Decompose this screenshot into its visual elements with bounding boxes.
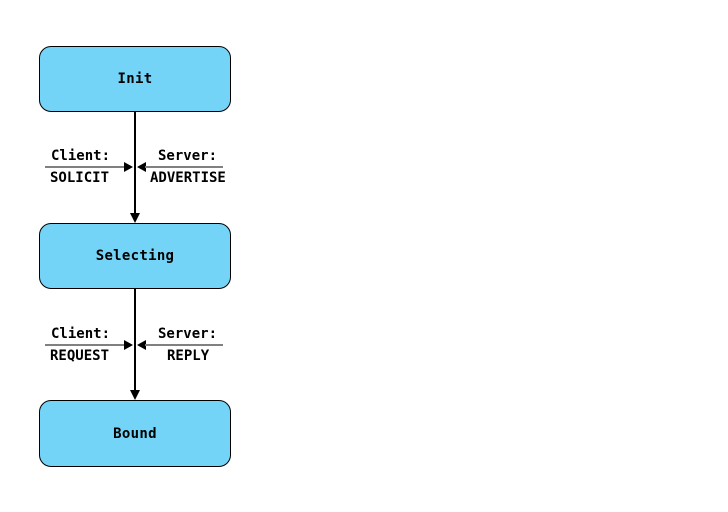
- state-label-bound: Bound: [113, 425, 157, 442]
- transition2-client-arrow-line: [45, 344, 126, 346]
- state-label-selecting: Selecting: [95, 248, 175, 264]
- transition2-server-arrowhead-icon: [137, 340, 146, 350]
- transition2-client-arrowhead-icon: [124, 340, 133, 350]
- transition2-server-message: REPLY: [167, 348, 210, 364]
- state-box-init: Init: [39, 46, 231, 112]
- transition1-client-arrowhead-icon: [124, 162, 133, 172]
- transition1-server-message: ADVERTISE: [150, 170, 226, 186]
- transition1-client-message: SOLICIT: [50, 170, 110, 186]
- arrowhead-down-icon: [130, 390, 140, 400]
- transition2-server-arrow-line: [145, 344, 223, 346]
- arrowhead-down-icon: [130, 213, 140, 223]
- transition1-server-arrowhead-icon: [137, 162, 146, 172]
- transition1-server-arrow-line: [145, 166, 223, 168]
- connector-selecting-bound: [134, 289, 136, 392]
- transition2-client-message: REQUEST: [50, 348, 110, 364]
- state-label-init: Init: [117, 71, 153, 87]
- state-box-selecting: Selecting: [39, 223, 231, 289]
- transition1-server-label: Server:: [158, 148, 218, 164]
- transition2-client-label: Client:: [51, 326, 111, 342]
- connector-init-selecting: [134, 112, 136, 215]
- transition1-client-arrow-line: [45, 166, 126, 168]
- transition2-server-label: Server:: [158, 326, 218, 342]
- transition1-client-label: Client:: [51, 148, 111, 164]
- state-box-bound: Bound: [39, 400, 231, 467]
